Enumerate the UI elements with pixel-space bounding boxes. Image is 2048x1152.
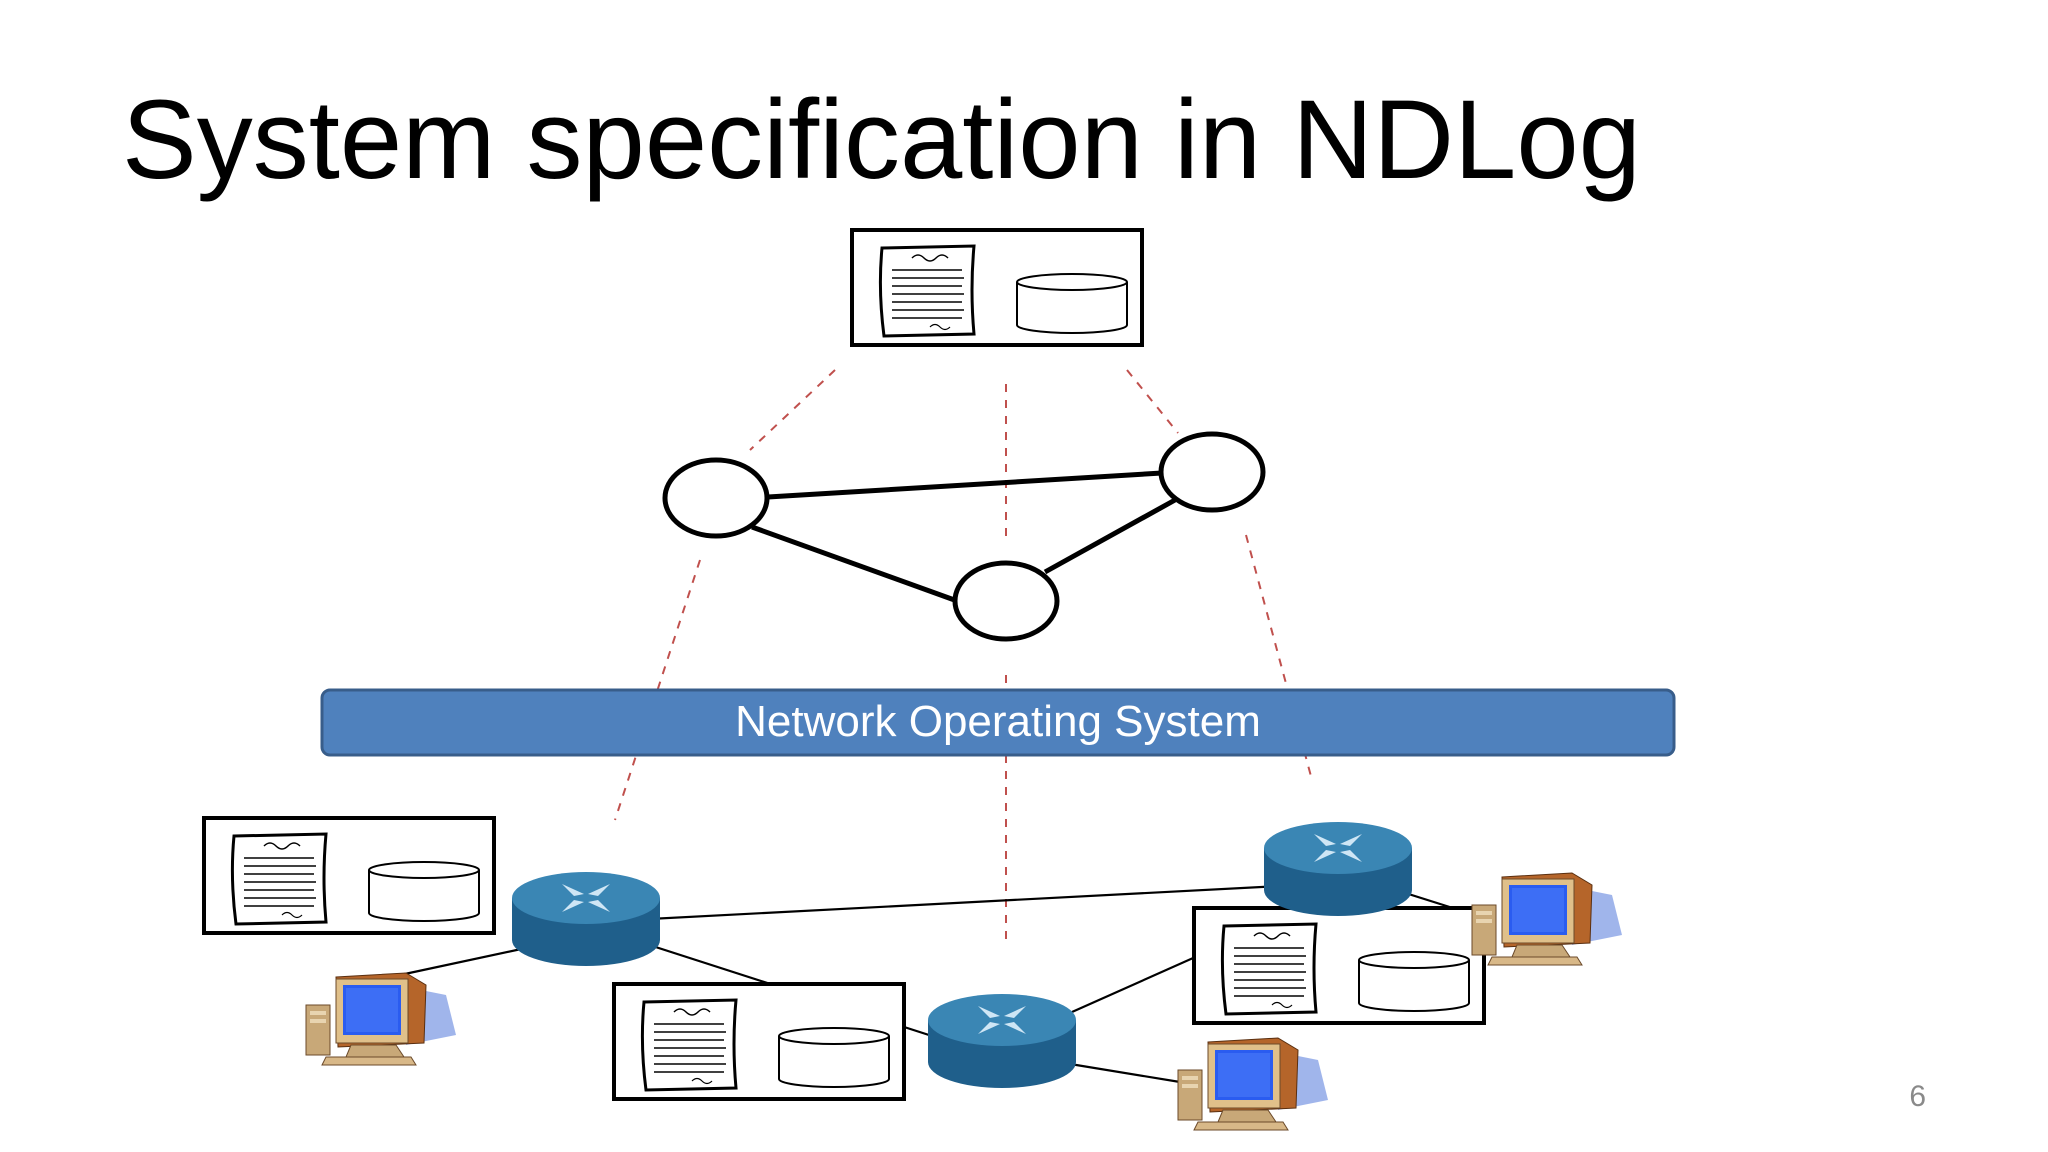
page-number: 6 — [1909, 1080, 1926, 1113]
graph-node — [1158, 431, 1266, 513]
graph-edge — [751, 524, 961, 605]
spec-box-bottom — [612, 982, 906, 1101]
graph-edge — [1043, 497, 1177, 575]
computer-icon — [305, 972, 457, 1066]
router-icon — [1264, 822, 1412, 916]
link — [399, 946, 527, 977]
mapping-line — [1126, 369, 1179, 434]
spec-box-left — [202, 816, 496, 935]
link — [629, 883, 1301, 922]
computer-icon — [1471, 872, 1623, 966]
computer-icon — [1177, 1037, 1329, 1131]
spec-box-top — [850, 228, 1144, 347]
link — [1057, 1060, 1181, 1084]
logical-graph — [662, 431, 1266, 642]
router-icon — [512, 872, 660, 966]
graph-node — [952, 560, 1060, 642]
nos-bar — [320, 688, 1676, 757]
slide-title: System specification in NDLog — [122, 77, 1641, 202]
mapping-line — [749, 369, 836, 451]
graph-node — [662, 457, 770, 539]
mapping-line — [614, 559, 701, 821]
spec-box-right — [1192, 906, 1486, 1025]
router-icon — [928, 994, 1076, 1088]
graph-edge — [767, 470, 1163, 500]
